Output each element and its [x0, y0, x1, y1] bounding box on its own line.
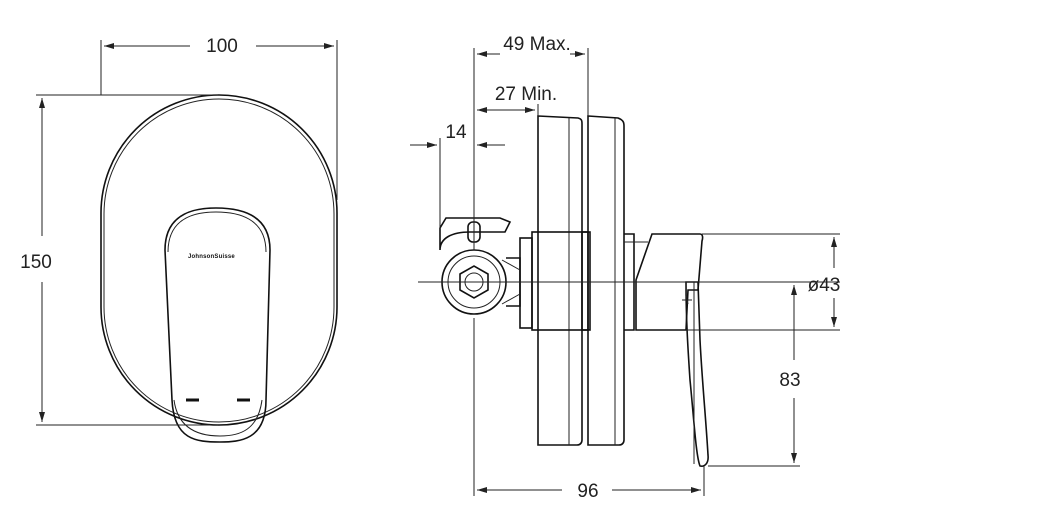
- dim-lever-drop: 83: [779, 370, 800, 391]
- front-view: JohnsonSuisse 100 150: [20, 36, 338, 443]
- dim-min-depth: 27 Min.: [495, 84, 557, 105]
- dim-max-depth: 49 Max.: [503, 34, 571, 55]
- lever-side-profile: [635, 233, 704, 331]
- brand-logo: JohnsonSuisse: [188, 254, 235, 260]
- lever-blade: [685, 281, 709, 467]
- wall-plate-min: [537, 115, 583, 446]
- lever-handle: [164, 207, 271, 443]
- dim-height: 150: [20, 252, 52, 273]
- side-view: 49 Max. 27 Min. 14 ø43 83 96: [410, 34, 840, 502]
- dim-body-offset: 14: [445, 122, 467, 143]
- cover-plate-inner: [103, 98, 335, 423]
- wall-plate-max: [587, 115, 625, 446]
- valve-body: [439, 217, 512, 251]
- dim-width: 100: [206, 36, 238, 57]
- dim-diameter: ø43: [808, 275, 841, 296]
- dim-overall-depth: 96: [577, 481, 598, 502]
- cover-plate-outer: [100, 94, 338, 426]
